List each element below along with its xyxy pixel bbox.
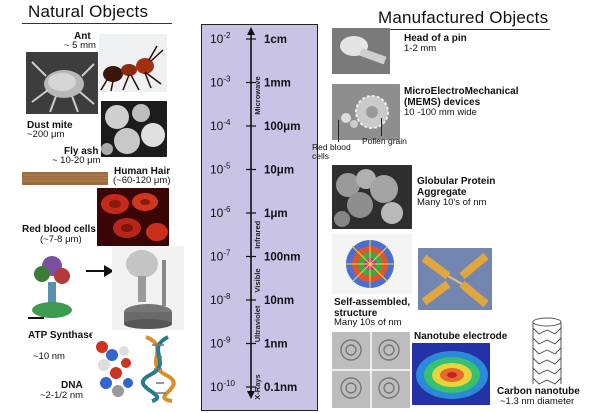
scale-power-label: 10-5 <box>210 162 231 177</box>
natural-objects-heading: Natural Objects <box>28 2 149 21</box>
scale-length-label: 1mm <box>264 78 291 90</box>
nanotube-electrode-label: Nanotube electrode <box>414 331 508 342</box>
scale-arrow-svg: 10-2 1cm 10-3 1mm 10-4 100μm 10-5 10μm 10-6 1μm 10… <box>210 27 300 400</box>
red-blood-cells-label: Red blood cells <box>22 224 96 235</box>
dust-mite-photo <box>26 52 98 114</box>
scale-power-label: 10-8 <box>210 292 231 307</box>
globular-protein-label: Globular Protein Aggregate <box>417 176 496 198</box>
scale-length-label: 1nm <box>264 339 288 351</box>
scale-power-label: 10-4 <box>210 118 231 133</box>
scale-length-label: 0.1nm <box>264 382 297 394</box>
rbc-callout-line <box>338 120 339 142</box>
fly-ash-label: Fly ash <box>64 146 99 157</box>
atp-arrow-head <box>104 265 114 277</box>
head-of-pin-label: Head of a pin <box>404 33 467 44</box>
dna-label: DNA <box>61 380 83 391</box>
scale-length-label: 10nm <box>264 295 294 307</box>
dust-mite-label: Dust mite <box>27 120 73 131</box>
atp-synthase-size: ~10 nm <box>33 351 65 362</box>
self-assembled-photo <box>332 234 412 294</box>
length-scale-panel: 10-2 1cm 10-3 1mm 10-4 100μm 10-5 10μm 10-6 1μm 10… <box>201 24 318 411</box>
self-assembled-size: Many 10s of nm <box>334 317 402 328</box>
scale-power-label: 10-9 <box>210 336 231 351</box>
manufactured-objects-heading: Manufactured Objects <box>378 8 549 27</box>
mems-size: 10 -100 mm wide <box>404 107 477 118</box>
scale-power-label: 10-2 <box>210 31 231 46</box>
carbon-nanotube-photo <box>521 316 573 388</box>
atp-synthase-label: ATP Synthase <box>28 330 94 341</box>
dna-photo <box>92 333 188 403</box>
scale-length-label: 10μm <box>264 165 294 177</box>
spectrum-band-label: Visible <box>253 268 262 292</box>
scale-power-label: 10-6 <box>210 205 231 220</box>
scale-length-label: 1cm <box>264 34 287 46</box>
ant-label: Ant <box>74 31 91 42</box>
carbon-nanotube-size: ~1.3 nm diameter <box>500 396 575 407</box>
scale-power-label: 10-7 <box>210 249 231 264</box>
natural-heading-underline <box>22 23 172 24</box>
scale-length-label: 100nm <box>264 252 300 264</box>
scale-arrow-bottom <box>247 391 255 399</box>
dna-size: ~2-1/2 nm <box>40 390 84 401</box>
carbon-nanotube-label: Carbon nanotube <box>497 386 580 397</box>
human-hair-size: (~60-120 μm) <box>113 175 171 186</box>
mems-photo <box>332 84 400 140</box>
red-blood-cells-photo <box>97 188 169 246</box>
mems-pollen-callout: Pollen grain <box>362 136 407 146</box>
red-blood-cells-size: (~7-8 μm) <box>40 234 82 245</box>
globular-protein-photo <box>332 165 412 229</box>
globular-protein-size: Many 10's of nm <box>417 197 487 208</box>
nanotube-electrode-photo <box>412 343 490 405</box>
scale-power-label: 10-3 <box>210 75 231 90</box>
atp-synthase-model-photo <box>112 246 184 330</box>
scale-length-label: 100μm <box>264 121 300 133</box>
self-assembled-label: Self-assembled, structure <box>334 297 411 319</box>
spectrum-band-label: Ultraviolet <box>253 305 262 342</box>
atp-synthase-structure-photo <box>18 252 88 324</box>
ant-size: ~ 5 mm <box>64 40 96 51</box>
human-hair-photo <box>22 172 108 185</box>
manufactured-heading-underline <box>372 29 550 30</box>
mems-rbc-callout: Red blood cells <box>312 142 351 161</box>
atp-arrow-line <box>86 270 108 272</box>
scale-length-label: 1μm <box>264 208 288 220</box>
nanowire-device-photo <box>418 248 492 310</box>
fly-ash-size: ~ 10-20 μm <box>52 155 101 166</box>
atp-synthase-name: ATP Synthase <box>28 330 95 341</box>
spectrum-band-label: Infrared <box>253 220 262 248</box>
scale-power-label: 10-10 <box>210 379 235 394</box>
head-of-pin-photo <box>332 28 390 74</box>
head-of-pin-size: 1-2 mm <box>404 43 437 54</box>
pollen-callout-line <box>381 118 382 136</box>
fly-ash-photo <box>101 101 167 157</box>
nanotube-array-photo <box>332 332 410 408</box>
scale-arrow-top <box>247 27 255 35</box>
dust-mite-size: ~200 μm <box>27 129 65 140</box>
ant-photo <box>99 34 167 92</box>
spectrum-band-label: Microwave <box>253 76 262 114</box>
human-hair-label: Human Hair <box>114 166 171 177</box>
spectrum-band-label: X-Rays <box>253 374 262 399</box>
mems-label: MicroElectroMechanical (MEMS) devices <box>404 86 519 108</box>
